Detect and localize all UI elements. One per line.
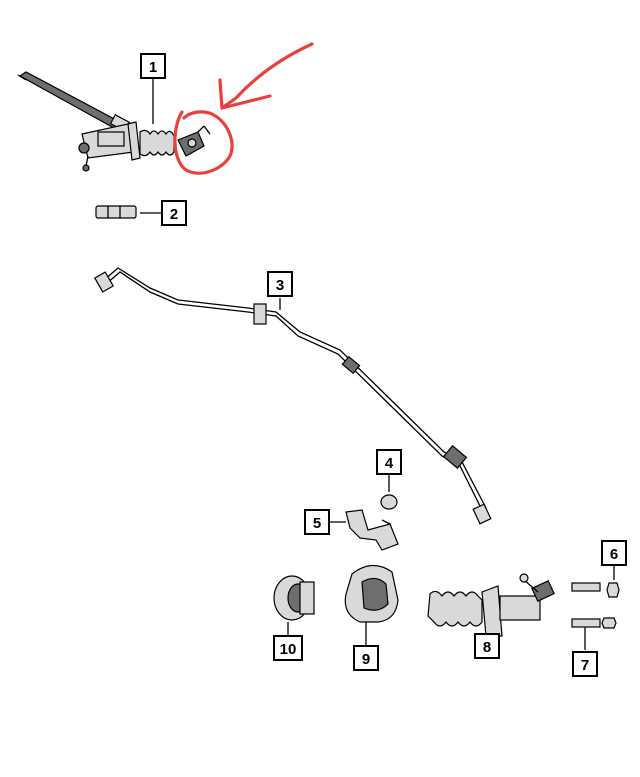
part-4-grommet[interactable] [380, 474, 398, 510]
red-annotation [173, 42, 314, 175]
callout-8: 8 [474, 633, 500, 659]
callout-label-3: 3 [276, 277, 284, 294]
part-2-fitting[interactable] [95, 205, 162, 219]
callout-3: 3 [267, 271, 293, 297]
callout-10: 10 [273, 635, 303, 661]
part-3-hydraulic-line[interactable] [93, 267, 492, 525]
callout-label-8: 8 [483, 639, 491, 656]
callout-label-6: 6 [610, 546, 618, 563]
part-1-master-cylinder[interactable] [17, 71, 211, 172]
part-7-studs[interactable] [571, 582, 617, 650]
part-8-slave-cylinder[interactable] [427, 573, 555, 656]
callout-9: 9 [353, 645, 379, 671]
part-6-nut[interactable] [606, 566, 620, 598]
callout-label-1: 1 [149, 59, 157, 76]
callout-label-4: 4 [385, 455, 394, 472]
part-10-release-bearing[interactable] [273, 575, 315, 636]
callout-4: 4 [376, 449, 402, 475]
callout-label-2: 2 [170, 206, 178, 223]
callout-2: 2 [161, 200, 187, 226]
callout-7: 7 [572, 651, 598, 677]
callout-label-5: 5 [313, 515, 321, 532]
red-arrow-mark [220, 42, 314, 110]
callout-1: 1 [140, 53, 166, 79]
red-circle-mark [173, 110, 234, 175]
part-5-bracket[interactable] [328, 509, 399, 551]
callout-label-9: 9 [362, 651, 370, 668]
callout-label-7: 7 [581, 657, 589, 674]
callout-6: 6 [601, 540, 627, 566]
callout-5: 5 [304, 509, 330, 535]
part-9-carrier[interactable] [344, 564, 399, 646]
callout-label-10: 10 [280, 641, 297, 658]
